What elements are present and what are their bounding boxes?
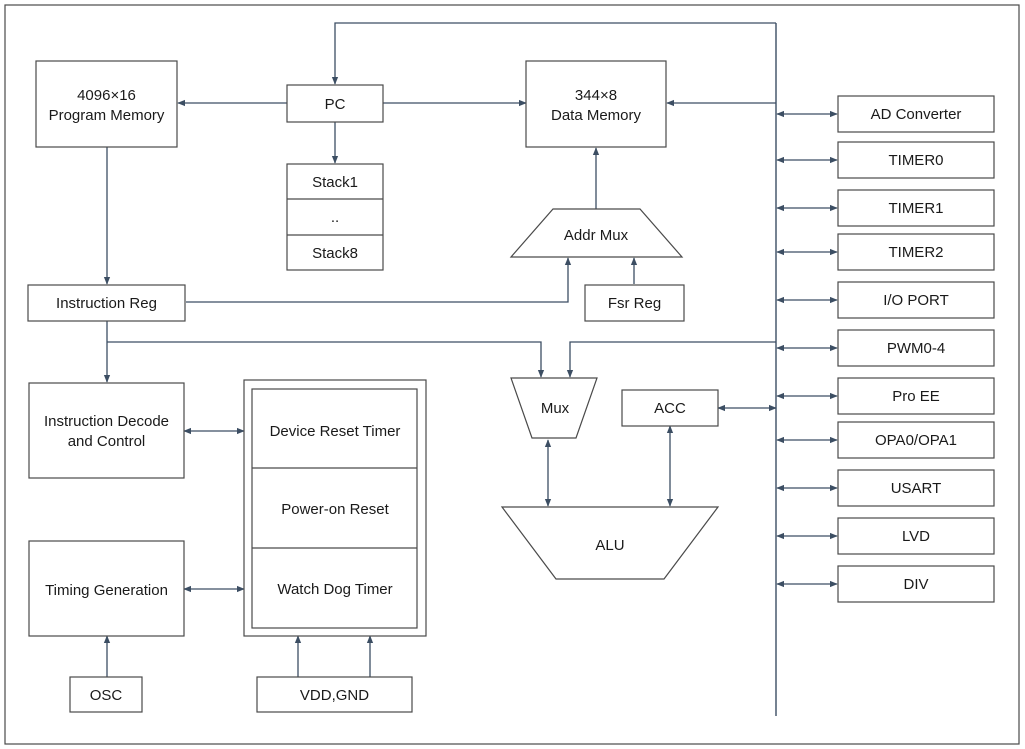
peripheral-label-i-o-port: I/O PORT	[883, 292, 949, 309]
peripheral-block-ad-converter: AD Converter	[837, 95, 995, 133]
vdd-gnd-label: VDD,GND	[300, 687, 369, 704]
instruction-decode-line2: and Control	[68, 433, 146, 450]
watch-dog-timer-label: Watch Dog Timer	[277, 581, 392, 598]
stack-block: Stack1 .. Stack8	[286, 163, 384, 271]
peripheral-label-pro-ee: Pro EE	[892, 388, 940, 405]
peripheral-block-lvd: LVD	[837, 517, 995, 555]
stack-item-last: Stack8	[312, 245, 358, 262]
mux-label: Mux	[541, 400, 570, 417]
pc-label: PC	[325, 96, 346, 113]
peripheral-label-usart: USART	[891, 480, 942, 497]
timing-generation-label: Timing Generation	[45, 582, 168, 599]
instruction-decode-line1: Instruction Decode	[44, 413, 169, 430]
stack-item-ellipsis: ..	[331, 209, 339, 226]
instruction-reg-block: Instruction Reg	[27, 284, 186, 322]
acc-block: ACC	[621, 389, 719, 427]
data-memory-block: 344×8 Data Memory	[525, 60, 667, 148]
peripheral-label-timer0: TIMER0	[888, 152, 943, 169]
peripheral-block-timer1: TIMER1	[837, 189, 995, 227]
peripheral-block-div: DIV	[837, 565, 995, 603]
peripheral-label-lvd: LVD	[902, 528, 930, 545]
osc-label: OSC	[90, 687, 123, 704]
peripheral-label-timer1: TIMER1	[888, 200, 943, 217]
program-memory-label: Program Memory	[49, 107, 165, 124]
peripheral-block-pwm0-4: PWM0-4	[837, 329, 995, 367]
alu-label: ALU	[595, 537, 624, 554]
acc-label: ACC	[654, 400, 686, 417]
fsr-reg-label: Fsr Reg	[608, 295, 661, 312]
osc-block: OSC	[69, 676, 143, 713]
ireg-to-addr-mux-wire	[186, 257, 572, 303]
peripheral-label-timer2: TIMER2	[888, 244, 943, 261]
pc-block: PC	[286, 84, 384, 123]
peripheral-block-pro-ee: Pro EE	[837, 377, 995, 415]
power-on-reset-label: Power-on Reset	[281, 501, 389, 518]
wires	[103, 22, 777, 716]
addr-mux-block: Addr Mux	[509, 208, 684, 258]
peripheral-wires	[776, 110, 838, 588]
program-memory-size: 4096×16	[77, 87, 136, 104]
bus-to-mux-wire	[566, 341, 776, 378]
ireg-to-mux-wire	[107, 341, 545, 378]
timing-generation-block: Timing Generation	[28, 540, 185, 637]
addr-mux-label: Addr Mux	[564, 227, 629, 244]
peripheral-label-ad-converter: AD Converter	[871, 106, 962, 123]
instruction-reg-label: Instruction Reg	[56, 295, 157, 312]
fsr-reg-block: Fsr Reg	[584, 284, 685, 322]
peripheral-label-opa0-opa1: OPA0/OPA1	[875, 432, 957, 449]
reset-group-block: Device Reset Timer Power-on Reset Watch …	[243, 379, 427, 637]
data-memory-label: Data Memory	[551, 107, 642, 124]
bus-to-pc-wire	[331, 22, 776, 85]
stack-item-first: Stack1	[312, 174, 358, 191]
data-memory-size: 344×8	[575, 87, 617, 104]
peripheral-block-usart: USART	[837, 469, 995, 507]
peripheral-block-timer2: TIMER2	[837, 233, 995, 271]
program-memory-block: 4096×16 Program Memory	[35, 60, 178, 148]
instruction-decode-block: Instruction Decode and Control	[28, 382, 185, 479]
peripheral-block-timer0: TIMER0	[837, 141, 995, 179]
alu-block: ALU	[500, 506, 720, 580]
peripheral-block-opa0-opa1: OPA0/OPA1	[837, 421, 995, 459]
mux-block: Mux	[510, 377, 598, 439]
peripheral-label-div: DIV	[903, 576, 928, 593]
outer-frame	[4, 4, 1020, 745]
vdd-gnd-block: VDD,GND	[256, 676, 413, 713]
device-reset-timer-label: Device Reset Timer	[270, 423, 401, 440]
peripheral-label-pwm0-4: PWM0-4	[887, 340, 945, 357]
peripheral-block-i-o-port: I/O PORT	[837, 281, 995, 319]
